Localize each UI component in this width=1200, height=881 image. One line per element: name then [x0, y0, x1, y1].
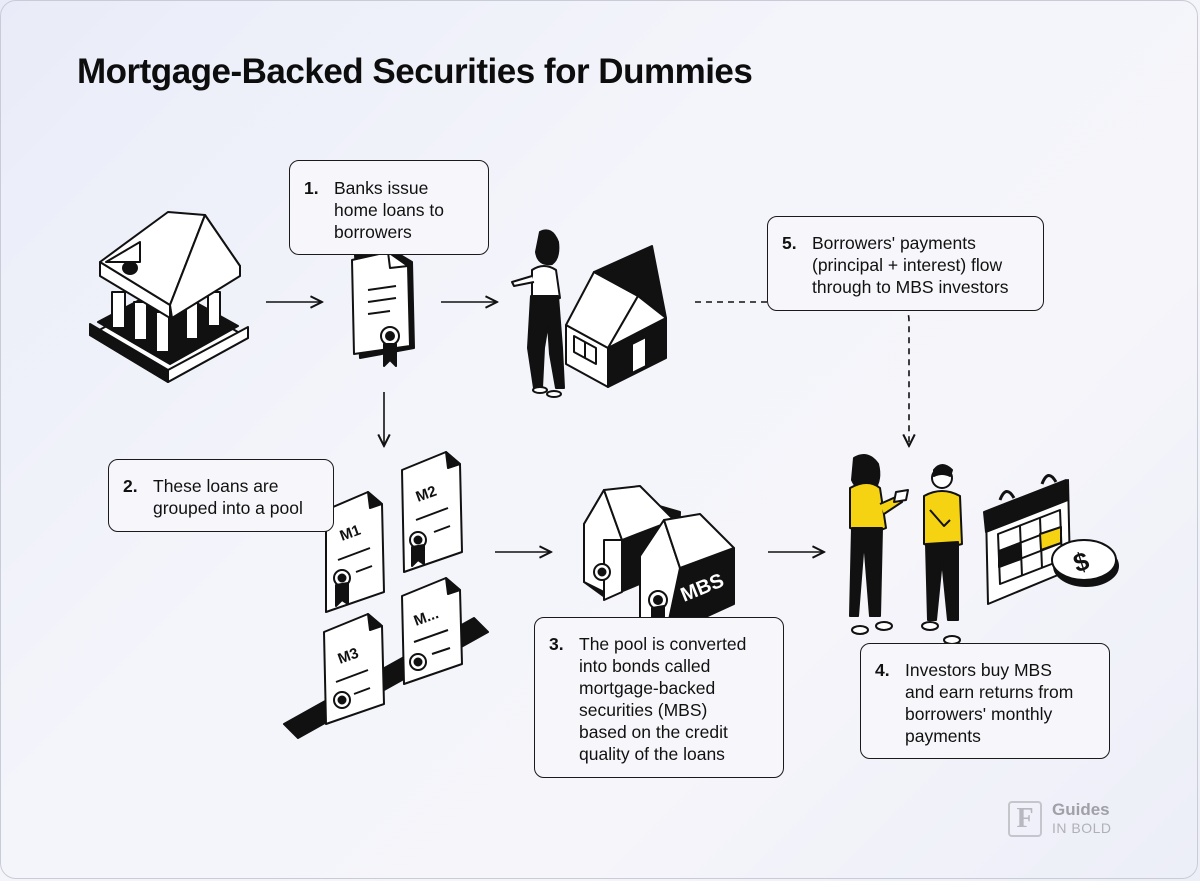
step-4-box: 4. Investors buy MBS and earn returns fr… [860, 643, 1110, 759]
page-title: Mortgage-Backed Securities for Dummies [77, 52, 753, 91]
step-5-box: 5. Borrowers' payments (principal + inte… [767, 216, 1044, 311]
investor-people-icon [849, 454, 963, 645]
loan-document-icon [351, 249, 415, 367]
doc-label-m3: M3 [336, 645, 361, 668]
borrower-person-icon [511, 229, 565, 398]
doc-label-m2: M2 [414, 483, 439, 506]
loan-document-m2: M2 [401, 451, 463, 573]
pooled-loan-documents-icon: M1 M2 M3 [283, 451, 489, 739]
doc-label-m1: M1 [338, 522, 363, 545]
logo-line-2: IN BOLD [1052, 820, 1112, 836]
step-2-box: 2. These loans are grouped into a pool [108, 459, 334, 532]
calendar-dollar-icon: $ [983, 474, 1119, 605]
step-5-number: 5. [782, 233, 797, 253]
step-3-number: 3. [549, 634, 564, 654]
step-5-text: Borrowers' payments (principal + interes… [812, 233, 1009, 297]
step-4-number: 4. [875, 660, 890, 680]
mbs-bond-houses-icon: MBS [583, 485, 735, 637]
bank-icon [89, 211, 249, 383]
logo-wordmark: Guides IN BOLD [1052, 801, 1112, 837]
step-2-number: 2. [123, 476, 138, 496]
step-1-text: Banks issue home loans to borrowers [334, 178, 444, 242]
logo-mark: F [1008, 801, 1042, 837]
guides-in-bold-logo: F Guides IN BOLD [1008, 801, 1112, 837]
step-4-text: Investors buy MBS and earn returns from … [905, 660, 1074, 746]
house-icon [565, 245, 667, 388]
step-3-box: 3. The pool is converted into bonds call… [534, 617, 784, 778]
dashed-arrow-payments [695, 301, 909, 446]
logo-line-1: Guides [1052, 800, 1110, 819]
step-1-number: 1. [304, 178, 319, 198]
step-2-text: These loans are grouped into a pool [153, 476, 303, 518]
step-3-text: The pool is converted into bonds called … [579, 634, 747, 764]
step-1-box: 1. Banks issue home loans to borrowers [289, 160, 489, 255]
loan-document-m1: M1 [325, 491, 385, 613]
loan-document-m3: M3 [323, 613, 385, 725]
loan-document-more: M... [401, 577, 463, 685]
